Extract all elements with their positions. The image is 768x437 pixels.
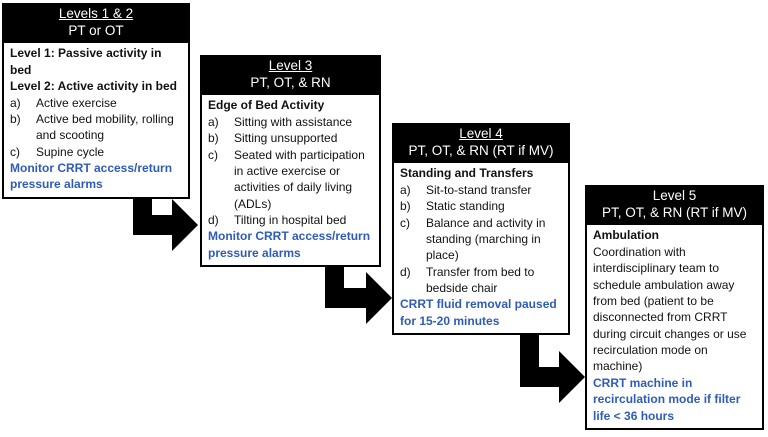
level-4-body: Standing and Transfers a) Sit-to-stand t… — [394, 163, 568, 333]
item-text: Static standing — [426, 199, 505, 214]
activity-title: Standing and Transfers — [400, 166, 534, 181]
item-marker: d) — [208, 213, 219, 228]
arrow-level3-to-level4-icon — [325, 261, 392, 324]
list-item: d) Transfer from bed to bedside chair — [400, 264, 564, 297]
level-5-body: Ambulation Coordination with interdiscip… — [587, 225, 762, 428]
level-4-disciplines: PT, OT, & RN (RT if MV) — [408, 142, 554, 158]
item-marker: b) — [208, 131, 219, 146]
level-1-2-body: Level 1: Passive activity in bed Level 2… — [4, 43, 188, 196]
item-text: Active exercise — [36, 95, 117, 110]
item-text: Sit-to-stand transfer — [426, 182, 532, 197]
level-4-title: Level 4 — [459, 126, 503, 141]
list-item: b) Static standing — [400, 198, 564, 214]
level-3-body: Edge of Bed Activity a) Sitting with ass… — [202, 95, 379, 265]
level-3-box: Level 3 PT, OT, & RN Edge of Bed Activit… — [200, 55, 381, 268]
level-1-2-box: Levels 1 & 2 PT or OT Level 1: Passive a… — [2, 3, 190, 199]
level-5-disciplines: PT, OT, & RN (RT if MV) — [601, 204, 747, 220]
item-text: Transfer from bed to bedside chair — [426, 264, 535, 296]
item-marker: a) — [10, 95, 21, 110]
level-3-header: Level 3 PT, OT, & RN — [201, 56, 380, 96]
item-marker: a) — [208, 114, 219, 129]
level-1-2-header: Levels 1 & 2 PT or OT — [3, 4, 189, 44]
ambulation-description: Coordination with interdisciplinary team… — [593, 244, 747, 374]
crrt-note: Monitor CRRT access/return pressure alar… — [10, 161, 173, 192]
level-5-header: Level 5 PT, OT, & RN (RT if MV) — [586, 186, 763, 226]
item-text: Active bed mobility, rolling and scootin… — [36, 111, 174, 143]
list-item: a) Sit-to-stand transfer — [400, 182, 564, 198]
crrt-note: CRRT machine in recirculation mode if fi… — [593, 375, 741, 423]
list-item: a) Sitting with assistance — [208, 114, 375, 130]
crrt-note: Monitor CRRT access/return pressure alar… — [208, 229, 371, 260]
level-3-disciplines: PT, OT, & RN — [250, 74, 331, 90]
level-5-title: Level 5 — [652, 188, 697, 203]
activity-title: Ambulation — [593, 228, 659, 243]
item-text: Supine cycle — [36, 144, 105, 159]
list-item: b) Sitting unsupported — [208, 130, 375, 146]
item-marker: a) — [400, 182, 411, 197]
arrow-level4-to-level5-icon — [520, 331, 585, 403]
list-item: d) Tilting in hospital bed — [208, 212, 375, 228]
item-text: Sitting with assistance — [234, 114, 353, 129]
item-text: Tilting in hospital bed — [234, 213, 347, 228]
list-item: c) Balance and activity in standing (mar… — [400, 215, 564, 264]
item-marker: b) — [400, 199, 411, 214]
list-item: c) Supine cycle — [10, 144, 184, 160]
item-marker: c) — [208, 147, 218, 162]
item-marker: d) — [400, 264, 411, 279]
level-1-2-title: Levels 1 & 2 — [58, 6, 134, 21]
crrt-note: CRRT fluid removal paused for 15-20 minu… — [400, 297, 557, 328]
level-4-header: Level 4 PT, OT, & RN (RT if MV) — [393, 124, 569, 164]
item-text: Balance and activity in standing (marchi… — [426, 215, 546, 263]
list-item: c) Seated with participation in active e… — [208, 147, 375, 213]
item-marker: c) — [10, 144, 20, 159]
level-5-box: Level 5 PT, OT, & RN (RT if MV) Ambulati… — [585, 185, 764, 430]
level-2-description: Level 2: Active activity in bed — [10, 79, 177, 94]
item-text: Seated with participation in active exer… — [234, 147, 365, 211]
list-item: a) Active exercise — [10, 95, 184, 111]
level-1-description: Level 1: Passive activity in bed — [10, 46, 162, 77]
item-text: Sitting unsupported — [234, 131, 338, 146]
level-1-2-disciplines: PT or OT — [68, 22, 124, 38]
list-item: b) Active bed mobility, rolling and scoo… — [10, 111, 184, 144]
item-marker: b) — [10, 111, 21, 126]
level-3-title: Level 3 — [268, 58, 313, 73]
item-marker: c) — [400, 215, 410, 230]
activity-title: Edge of Bed Activity — [208, 98, 325, 113]
level-4-box: Level 4 PT, OT, & RN (RT if MV) Standing… — [392, 123, 570, 336]
